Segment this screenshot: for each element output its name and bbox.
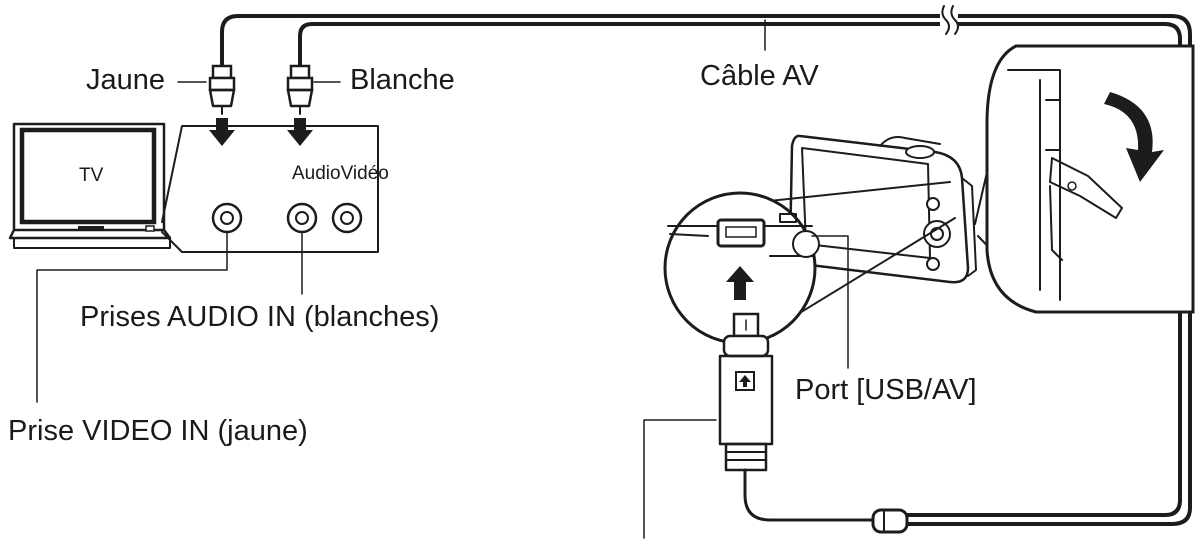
rotate-arrow-icon — [1104, 92, 1164, 182]
label-tv: TV — [79, 165, 104, 186]
label-prise-video-in: Prise VIDEO IN (jaune) — [8, 415, 308, 447]
label-port-usb-av: Port [USB/AV] — [795, 374, 977, 406]
jack-audio-in-r — [331, 202, 363, 234]
label-jaune: Jaune — [86, 64, 166, 96]
port-cover-zoom — [974, 44, 1195, 314]
tv-illustration — [8, 122, 172, 249]
usb-port-zoom — [663, 181, 956, 345]
av-cable — [220, 4, 1192, 534]
arrow-up-icon — [726, 266, 754, 300]
jack-audio-in-l — [286, 202, 318, 234]
leader-port-usb-av — [811, 235, 849, 369]
arrow-down-icon — [287, 118, 313, 146]
usb-plug — [718, 312, 774, 472]
label-audio-video: AudioVidéo — [292, 163, 389, 184]
label-cable-av: Câble AV — [700, 60, 819, 92]
ferrite-core — [871, 508, 909, 534]
jack-video-in — [211, 202, 243, 234]
camera-illustration — [788, 134, 977, 284]
rca-plug-yellow — [177, 64, 236, 115]
label-prises-audio-in: Prises AUDIO IN (blanches) — [80, 301, 440, 333]
label-blanche: Blanche — [350, 64, 455, 96]
leader-usb-cable — [643, 419, 717, 539]
rca-plug-white — [286, 64, 341, 115]
leader-video-in — [36, 231, 228, 403]
arrow-down-icon — [209, 118, 235, 146]
